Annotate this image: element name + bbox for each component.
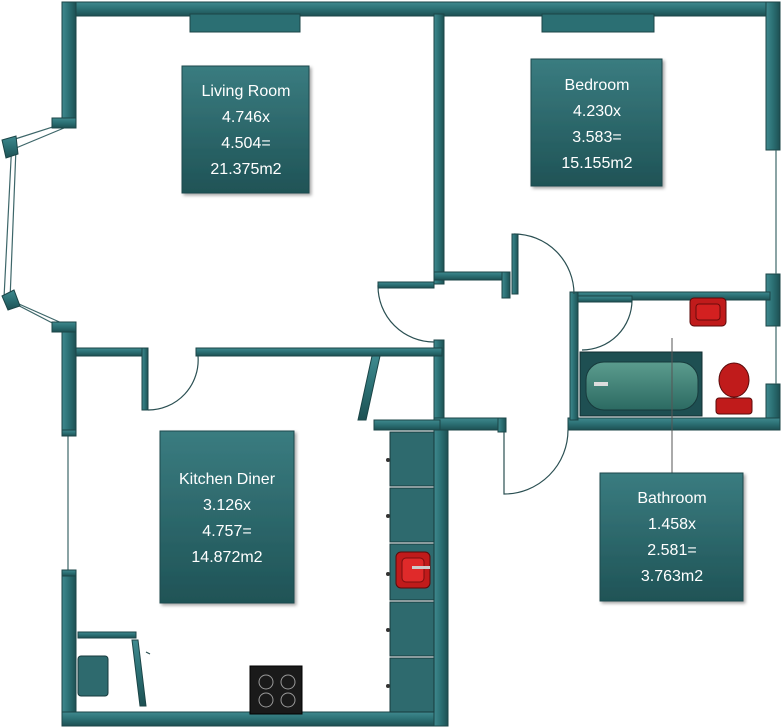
living-bedroom-divider: [433, 13, 445, 285]
living-room-label: Living Room 4.746x 4.504= 21.375m2: [181, 65, 310, 194]
living-room-door: [377, 285, 435, 343]
kitchen-diner-height: 4.757=: [202, 523, 251, 540]
bathroom-left-wall: [569, 291, 579, 421]
kitchen-diner-name: Kitchen Diner: [179, 471, 276, 488]
boiler-cupboard-door: [131, 639, 147, 707]
living-kitchen-wall-right: [195, 347, 443, 357]
bathroom-door: [581, 299, 633, 351]
kitchen-unit: [389, 487, 435, 543]
cupboard-door: [357, 355, 381, 421]
left-outer-wall-upper: [61, 1, 77, 129]
bay-window-outer: [3, 123, 63, 329]
bathroom-width: 1.458x: [648, 516, 696, 533]
living-kitchen-wall-left: [75, 347, 143, 357]
bedroom-door-leaf: [511, 233, 519, 295]
bedroom-height: 3.583=: [572, 129, 621, 146]
right-outer-wall-upper: [765, 1, 781, 151]
kitchen-diner-width: 3.126x: [203, 497, 251, 514]
interior-walls: [75, 13, 771, 433]
toilet-cistern: [715, 397, 753, 415]
kitchen-unit: [389, 601, 435, 657]
living-room-width: 4.746x: [222, 109, 270, 126]
bay-window-inner: [9, 127, 65, 325]
bathroom-area: 3.763m2: [641, 568, 703, 585]
bedroom-name: Bedroom: [565, 77, 630, 94]
kitchen-diner-label: Kitchen Diner 3.126x 4.757= 14.872m2: [159, 430, 295, 604]
bedroom-area: 15.155m2: [561, 155, 632, 172]
boiler-cupboard-top: [77, 631, 137, 639]
bedroom-width: 4.230x: [573, 103, 621, 120]
bath-tub: [585, 361, 699, 411]
bay-window-post-top: [1, 135, 19, 159]
living-room-name: Living Room: [202, 83, 291, 100]
left-outer-wall-middle: [61, 323, 77, 435]
bay-window-joint-bottom: [51, 321, 77, 333]
windows: [1, 13, 777, 577]
outer-walls: [61, 1, 781, 727]
kitchen-right-wall: [433, 417, 449, 727]
kitchen-diner-area: 14.872m2: [191, 549, 262, 566]
hall-bottom-wall: [433, 417, 501, 431]
living-room-door-leaf: [377, 281, 435, 289]
hob-icon: [249, 665, 303, 715]
bay-window-joint-top: [51, 117, 77, 129]
bedroom-label: Bedroom 4.230x 3.583= 15.155m2: [530, 58, 663, 187]
kitchen-door-jamb: [141, 347, 149, 411]
kitchen-window-bottom: [61, 569, 77, 577]
kitchen-cupboard-top: [373, 419, 441, 431]
bathroom-bottom-wall: [567, 417, 781, 431]
kitchen-door: [147, 355, 199, 411]
kitchen-window-top: [61, 429, 77, 437]
doors: [77, 233, 633, 707]
bathroom-name: Bathroom: [637, 490, 706, 507]
left-outer-wall-lower: [61, 571, 77, 725]
boiler-icon: [77, 655, 109, 697]
living-room-area: 21.375m2: [210, 161, 281, 178]
top-outer-wall: [61, 1, 781, 17]
living-room-height: 4.504=: [221, 135, 270, 152]
bathroom-label: Bathroom 1.458x 2.581= 3.763m2: [599, 472, 744, 602]
bedroom-door-jamb: [501, 271, 511, 299]
kitchen-unit: [389, 657, 435, 713]
bay-window-post-bottom: [1, 289, 21, 311]
bedroom-door: [513, 233, 575, 295]
toilet-icon: [718, 362, 750, 398]
living-room-window: [189, 13, 301, 33]
bedroom-bottom-wall-left: [433, 271, 505, 281]
bathroom-door-leaf: [577, 295, 633, 303]
kitchen-unit: [389, 431, 435, 487]
fixtures: [77, 297, 753, 715]
hall-door-jamb: [497, 417, 507, 433]
bedroom-window: [541, 13, 655, 33]
hall-door: [503, 429, 569, 495]
bathroom-height: 2.581=: [647, 542, 696, 559]
